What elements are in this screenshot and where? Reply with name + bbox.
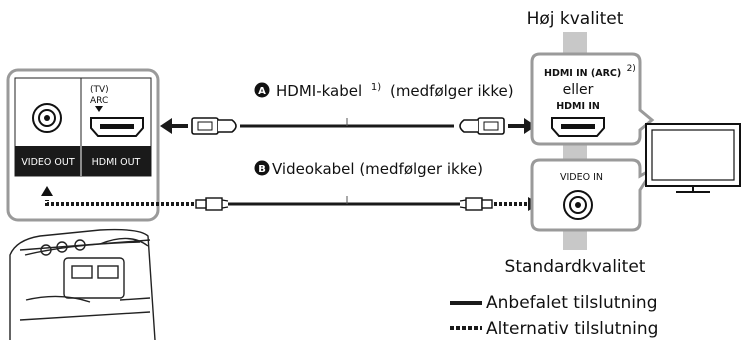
hdmi-cable-footnote: 1) — [371, 82, 381, 93]
arc-pointer-icon — [95, 106, 103, 112]
hdmi-out-label: HDMI OUT — [92, 157, 141, 168]
hdmi-cable-note: (medfølger ikke) — [390, 82, 514, 100]
video-cable-marker: B — [258, 164, 266, 175]
legend: Anbefalet tilslutning Alternativ tilslut… — [450, 293, 658, 339]
video-out-jack-icon — [32, 103, 62, 133]
speaker-device-illustration — [9, 228, 156, 341]
hdmi-in-arc-label: HDMI IN (ARC) — [544, 68, 621, 79]
legend-alternative-label: Alternativ tilslutning — [486, 319, 658, 339]
tv-icon — [645, 123, 741, 193]
hdmi-in-arc-footnote: 2) — [627, 64, 636, 74]
hdmi-cable-marker: A — [258, 86, 266, 97]
hdmi-arrow-right-icon — [524, 118, 536, 134]
video-in-label: VIDEO IN — [560, 172, 603, 183]
legend-recommended-label: Anbefalet tilslutning — [486, 293, 658, 313]
tv-hdmi-panel: HDMI IN (ARC) 2) eller HDMI IN — [530, 52, 655, 146]
hdmi-cable — [160, 117, 536, 135]
hdmi-out-port-icon — [90, 117, 144, 137]
video-cable-label: B Videokabel (medfølger ikke) — [254, 160, 483, 178]
hdmi-in-label: HDMI IN — [556, 101, 600, 112]
hdmi-cable-name: HDMI-kabel — [276, 82, 362, 100]
hdmi-arrow-left-icon — [160, 118, 172, 134]
standard-quality-bar — [563, 230, 587, 250]
video-out-arrow-icon — [41, 186, 53, 196]
hdmi-in-port-icon — [551, 117, 605, 137]
video-in-jack-icon — [563, 190, 593, 220]
standard-quality-label: Standardkvalitet — [505, 257, 646, 277]
video-cable — [45, 196, 540, 211]
svg-text:HDMI IN (ARC) 2): HDMI IN (ARC) 2) — [544, 64, 636, 79]
tv-video-panel: VIDEO IN — [530, 158, 656, 232]
or-label: eller — [563, 82, 594, 98]
video-cable-name: Videokabel (medfølger ikke) — [272, 160, 483, 178]
mid-quality-bar — [563, 144, 587, 162]
tv-arc-label-line1: (TV) — [90, 85, 109, 95]
speaker-rear-panel: (TV) ARC VIDEO OUT HDMI OUT — [6, 68, 160, 222]
high-quality-bar — [563, 32, 587, 54]
high-quality-label: Høj kvalitet — [527, 9, 624, 29]
tv-arc-label-line2: ARC — [90, 96, 108, 106]
hdmi-cable-label: A HDMI-kabel 1) (medfølger ikke) — [254, 76, 514, 100]
video-out-label: VIDEO OUT — [21, 157, 75, 168]
svg-text:HDMI-kabel 1) (med: HDMI-kabel 1) (medfølger ikke) — [276, 76, 514, 100]
